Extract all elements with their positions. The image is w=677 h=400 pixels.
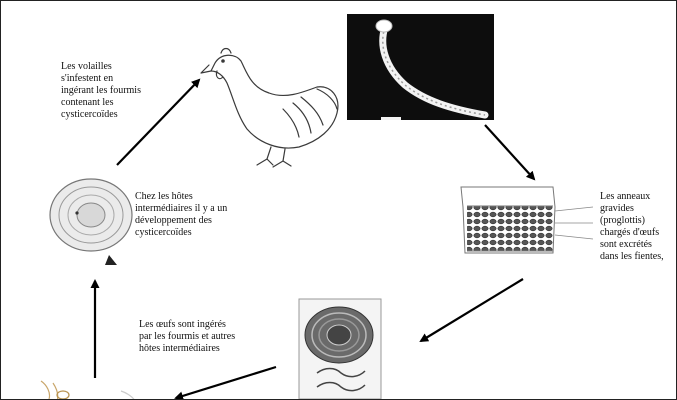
caption-line: sont excrétés <box>600 239 664 251</box>
chicken-illustration <box>201 49 338 168</box>
caption-line: hôtes intermédiaires <box>139 343 235 355</box>
egg-illustration <box>299 299 381 399</box>
proglottid-segment-illustration <box>461 187 593 253</box>
tapeworm-photo <box>347 14 494 120</box>
caption-line: Les anneaux <box>600 191 664 203</box>
caption-line: (proglottis) <box>600 215 664 227</box>
caption-oeufs: Les œufs sont ingérés par les fourmis et… <box>139 319 235 355</box>
ant-illustration <box>41 381 135 400</box>
caption-line: s'infestent en <box>61 73 141 85</box>
caption-line: gravides <box>600 203 664 215</box>
arrow-tapeworm-to-proglottis <box>485 125 534 179</box>
caption-line: développement des <box>135 215 227 227</box>
caption-line: intermédiaires il y a un <box>135 203 227 215</box>
caption-line: Les volailles <box>61 61 141 73</box>
caption-line: dans les fientes, <box>600 251 664 263</box>
caption-volailles: Les volailles s'infestent en ingérant le… <box>61 61 141 121</box>
caption-line: cysticercoïdes <box>135 227 227 239</box>
arrow-egg-to-ant <box>176 367 276 398</box>
caption-line: ingérant les fourmis <box>61 85 141 97</box>
cysticercoid-illustration <box>50 179 132 265</box>
caption-line: chargés d'œufs <box>600 227 664 239</box>
arrow-proglottis-to-egg <box>421 279 523 341</box>
caption-line: cysticercoïdes <box>61 109 141 121</box>
caption-anneaux: Les anneaux gravides (proglottis) chargé… <box>600 191 664 263</box>
caption-line: Chez les hôtes <box>135 191 227 203</box>
caption-line: contenant les <box>61 97 141 109</box>
caption-line: Les œufs sont ingérés <box>139 319 235 331</box>
caption-hotes-intermediaires: Chez les hôtes intermédiaires il y a un … <box>135 191 227 239</box>
caption-line: par les fourmis et autres <box>139 331 235 343</box>
